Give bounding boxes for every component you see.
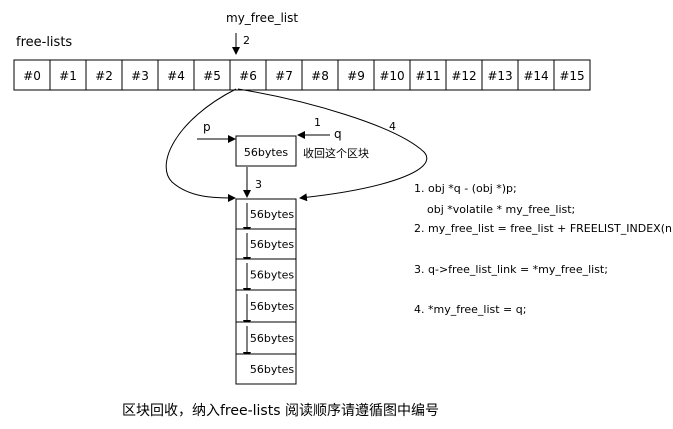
free-block bbox=[235, 289, 297, 323]
free-list-slot-label: #8 bbox=[311, 69, 329, 83]
code-line-2: 2. my_free_list = free_list + FREELIST_I… bbox=[414, 222, 673, 235]
recycle-note: 收回这个区块 bbox=[303, 146, 369, 160]
free-list-slot bbox=[373, 59, 411, 91]
free-list-slot-label: #4 bbox=[167, 69, 185, 83]
free-list-slot bbox=[49, 59, 87, 91]
free-list-slot-label: #13 bbox=[487, 69, 512, 83]
free-list-slot-label: #6 bbox=[239, 69, 257, 83]
step3-number: 3 bbox=[255, 178, 262, 191]
free-list-slot-label: #9 bbox=[347, 69, 365, 83]
free-list-slot-label: #3 bbox=[131, 69, 149, 83]
free-list-slot-label: #15 bbox=[559, 69, 584, 83]
p-label: p bbox=[203, 120, 211, 134]
free-list-slot-label: #0 bbox=[23, 69, 41, 83]
recycled-block-label: 56bytes bbox=[244, 146, 289, 159]
free-list-slot bbox=[517, 59, 555, 91]
step2-number: 2 bbox=[243, 34, 250, 47]
free-list-slot-label: #11 bbox=[415, 69, 440, 83]
free-list-slot-label: #14 bbox=[523, 69, 548, 83]
code-line-4: 4. *my_free_list = q; bbox=[414, 303, 526, 316]
free-block bbox=[235, 353, 297, 385]
free-list-slot-label: #7 bbox=[275, 69, 293, 83]
free-list-slot-label: #10 bbox=[379, 69, 404, 83]
free-lists-label: free-lists bbox=[16, 35, 72, 50]
code-line-1b: obj *volatile * my_free_list; bbox=[427, 203, 575, 216]
caption: 区块回收，纳入free-lists 阅读顺序请遵循图中编号 bbox=[122, 402, 439, 419]
free-list-slot-label: #12 bbox=[451, 69, 476, 83]
free-block bbox=[235, 321, 297, 355]
free-list-slot bbox=[445, 59, 483, 91]
step1-number: 1 bbox=[314, 116, 321, 129]
recycled-block bbox=[235, 135, 297, 167]
free-block-label: 56bytes bbox=[250, 269, 295, 282]
free-lists-array: #0 #1 #2 #3 #4 #5 #6 #7 #8 #9 #10 #11 #12 #13 #14 #15 bbox=[13, 59, 591, 91]
free-list-slot bbox=[481, 59, 519, 91]
free-list-slot-label: #2 bbox=[95, 69, 113, 83]
free-list-slot bbox=[301, 59, 339, 91]
code-listing: 1. obj *q - (obj *)p; obj *volatile * my… bbox=[414, 182, 673, 316]
step4-pointer-curve bbox=[237, 88, 427, 202]
free-block-chain: 56bytes 56bytes 56bytes 56bytes 56bytes 56byt… bbox=[235, 198, 297, 385]
free-list-slot bbox=[337, 59, 375, 91]
free-list-slot-label: #1 bbox=[59, 69, 77, 83]
free-list-slot bbox=[553, 59, 591, 91]
step1-pointer-curve bbox=[165, 88, 237, 202]
free-block-label: 56bytes bbox=[250, 332, 295, 345]
code-line-3: 3. q->free_list_link = *my_free_list; bbox=[414, 263, 608, 276]
free-block-label: 56bytes bbox=[250, 363, 295, 376]
free-list-slot bbox=[85, 59, 123, 91]
q-label: q bbox=[334, 127, 342, 141]
free-block-label: 56bytes bbox=[250, 238, 295, 251]
step4-number: 4 bbox=[389, 120, 396, 133]
my-free-list-label: my_free_list bbox=[226, 11, 298, 25]
free-list-slot-label: #5 bbox=[203, 69, 221, 83]
free-block-label: 56bytes bbox=[250, 300, 295, 313]
free-block bbox=[235, 228, 297, 260]
free-block bbox=[235, 198, 297, 230]
code-line-1: 1. obj *q - (obj *)p; bbox=[414, 182, 517, 195]
free-block-label: 56bytes bbox=[250, 208, 295, 221]
